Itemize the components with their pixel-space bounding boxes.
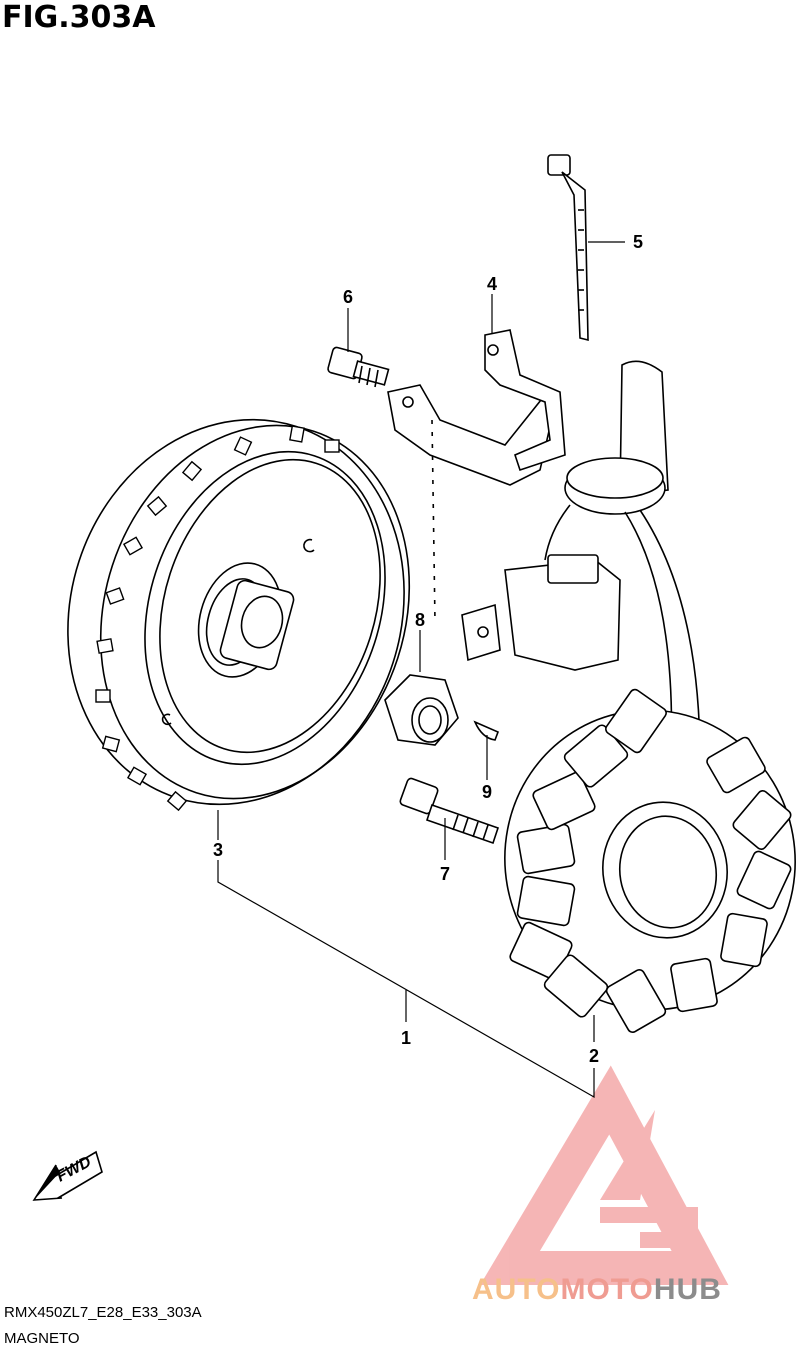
callout-6: 6 [343,287,353,307]
leader-lines [217,241,625,1099]
watermark-text-auto: AUTO [472,1273,561,1306]
watermark-text: AUTOMOTOHUB [472,1273,722,1307]
callout-7: 7 [440,864,450,884]
clamp-bracket [387,329,566,662]
fwd-arrow-icon: FWD [32,1150,103,1201]
watermark-logo-icon [480,1065,729,1285]
callout-3: 3 [213,840,223,860]
callout-2: 2 [589,1046,599,1066]
callout-8: 8 [415,610,425,630]
stator-bolt [399,777,500,845]
bracket-bolt [327,346,390,388]
callout-5: 5 [633,232,643,252]
model-code: RMX450ZL7_E28_E33_303A [4,1304,202,1321]
stator [504,360,796,1033]
woodruff-key [473,720,500,741]
figure-title: FIG.303A [2,0,156,35]
callout-9: 9 [482,782,492,802]
watermark-text-hub: HUB [653,1273,722,1306]
cable-tie [547,154,589,342]
rotor-flywheel [67,418,411,812]
figure-caption: MAGNETO [4,1330,80,1347]
rotor-nut [384,674,459,746]
callout-4: 4 [487,274,497,294]
watermark-text-moto: MOTO [560,1273,654,1306]
callout-1: 1 [401,1028,411,1048]
